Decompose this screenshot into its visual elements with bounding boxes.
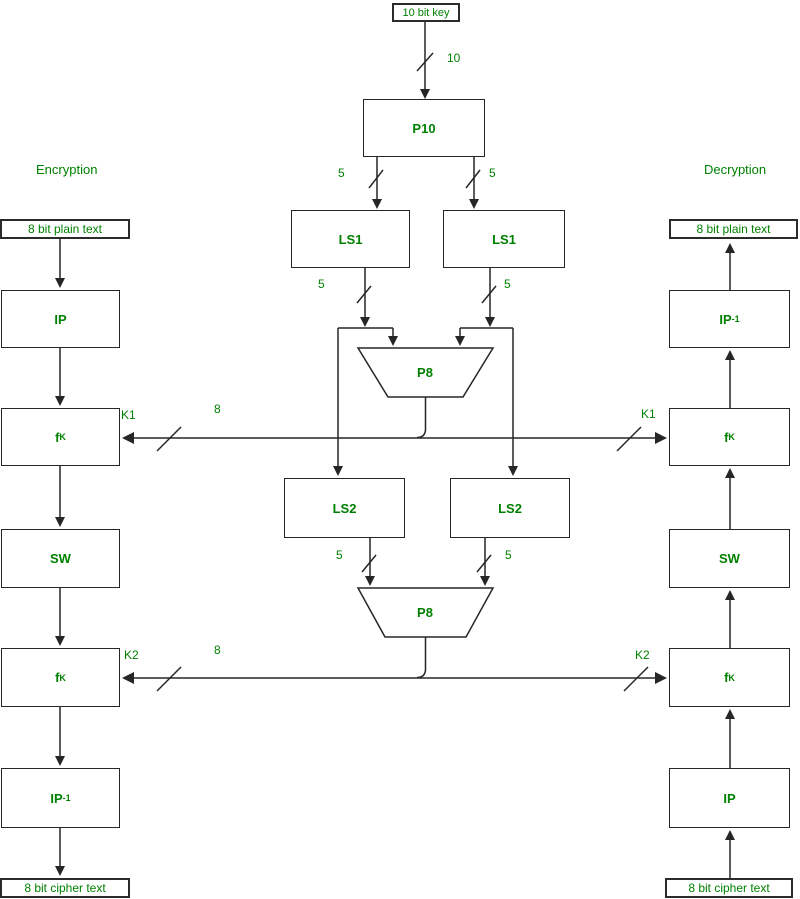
enc-ip-inverse-box: IP-1 xyxy=(1,768,120,828)
ls2-left-box: LS2 xyxy=(284,478,405,538)
fk-label: f xyxy=(55,429,60,445)
key-input-box: 10 bit key xyxy=(392,3,460,22)
fk-label-sub: K xyxy=(59,672,66,683)
p8-bottom-label: P8 xyxy=(417,605,433,620)
ls2-right-box: LS2 xyxy=(450,478,570,538)
bitwidth-8-label: 8 xyxy=(214,643,221,657)
decryption-flow xyxy=(725,243,735,878)
dec-ip-inverse-box: IP-1 xyxy=(669,290,790,348)
fk-label: f xyxy=(724,429,729,445)
ls1-right-box: LS1 xyxy=(443,210,565,268)
k2-label-left: K2 xyxy=(124,648,139,662)
enc-plaintext-box: 8 bit plain text xyxy=(0,219,130,239)
k1-label-right: K1 xyxy=(641,407,656,421)
k1-label-left: K1 xyxy=(121,408,136,422)
encryption-title: Encryption xyxy=(36,162,98,177)
p10-box: P10 xyxy=(363,99,485,157)
dec-ip-box: IP xyxy=(669,768,790,828)
fk-label-sub: K xyxy=(59,432,66,442)
dec-plaintext-box: 8 bit plain text xyxy=(669,219,798,239)
bitwidth-10-label: 10 xyxy=(447,51,461,65)
decryption-title: Decryption xyxy=(704,162,767,177)
fk-label: f xyxy=(55,670,60,685)
dec-sw-box: SW xyxy=(669,529,790,588)
bitwidth-8-label: 8 xyxy=(214,402,221,416)
p8-top-label: P8 xyxy=(417,365,433,380)
k2-label-right: K2 xyxy=(635,648,650,662)
enc-sw-box: SW xyxy=(1,529,120,588)
enc-ciphertext-box: 8 bit cipher text xyxy=(0,878,130,898)
dec-ciphertext-box: 8 bit cipher text xyxy=(665,878,793,898)
ls1-left-box: LS1 xyxy=(291,210,410,268)
encryption-flow xyxy=(55,239,65,876)
fk-label-sub: K xyxy=(728,432,735,442)
bitwidth-5-label: 5 xyxy=(336,548,343,562)
bitwidth-5-label: 5 xyxy=(505,548,512,562)
fk-label-sub: K xyxy=(728,672,735,683)
key-schedule-flow xyxy=(122,22,667,692)
fk-label: f xyxy=(724,670,729,685)
ip-inverse-label: IP xyxy=(50,790,63,806)
bitwidth-5-label: 5 xyxy=(489,166,496,180)
ip-inverse-label-sup: -1 xyxy=(731,314,740,324)
bitwidth-5-label: 5 xyxy=(504,277,511,291)
ip-inverse-label-sup: -1 xyxy=(62,793,71,803)
bitwidth-5-label: 5 xyxy=(338,166,345,180)
ip-inverse-label: IP xyxy=(719,311,732,327)
enc-ip-box: IP xyxy=(1,290,120,348)
bitwidth-5-label: 5 xyxy=(318,277,325,291)
